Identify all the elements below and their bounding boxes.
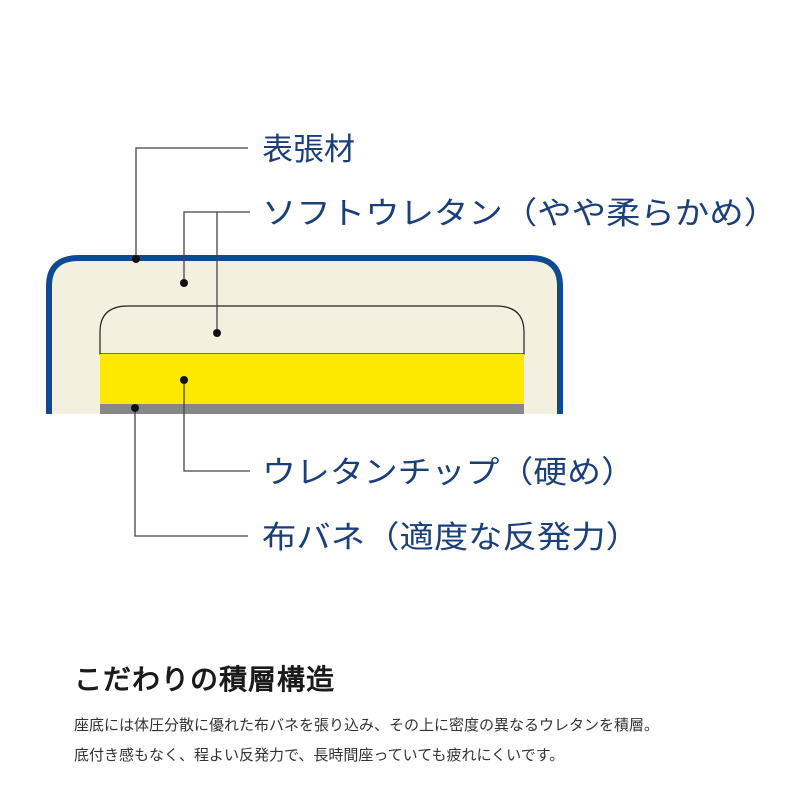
cover-label: 表張材	[262, 132, 355, 168]
leader-dots	[131, 255, 221, 412]
urethane-chip-leader-line	[183, 380, 250, 472]
section-heading: こだわりの積層構造	[74, 663, 336, 696]
cover-dot	[132, 255, 140, 263]
layer-diagram: 表張材 ソフトウレタン（やや柔らかめ） ウレタンチップ（硬め） 布バネ（適度な反…	[46, 132, 778, 556]
soft-urethane-leader-line	[183, 211, 250, 283]
cloth-spring-dot	[131, 404, 139, 412]
section-description: 座底には体圧分散に優れた布バネを張り込み、その上に密度の異なるウレタンを積層。 …	[74, 710, 784, 770]
cloth-spring-label: 布バネ（適度な反発力）	[262, 520, 640, 556]
leader-lines	[134, 147, 250, 537]
soft-urethane-dot-outer	[180, 279, 188, 287]
urethane-chip-dot	[180, 376, 188, 384]
description-line: 座底には体圧分散に優れた布バネを張り込み、その上に密度の異なるウレタンを積層。	[74, 716, 660, 734]
soft-urethane-layer	[99, 305, 525, 355]
cloth-spring-layer	[100, 404, 524, 414]
urethane-chip-layer	[100, 354, 524, 404]
soft-urethane-dot-inner	[213, 329, 221, 337]
cloth-spring-leader-line	[134, 408, 248, 537]
urethane-chip-label: ウレタンチップ（硬め）	[262, 455, 635, 491]
description-line: 底付き感もなく、程よい反発力で、長時間座っていても疲れにくいです。	[74, 746, 565, 764]
cover-leader-line	[135, 147, 248, 258]
soft-urethane-label: ソフトウレタン（やや柔らかめ）	[262, 196, 778, 232]
